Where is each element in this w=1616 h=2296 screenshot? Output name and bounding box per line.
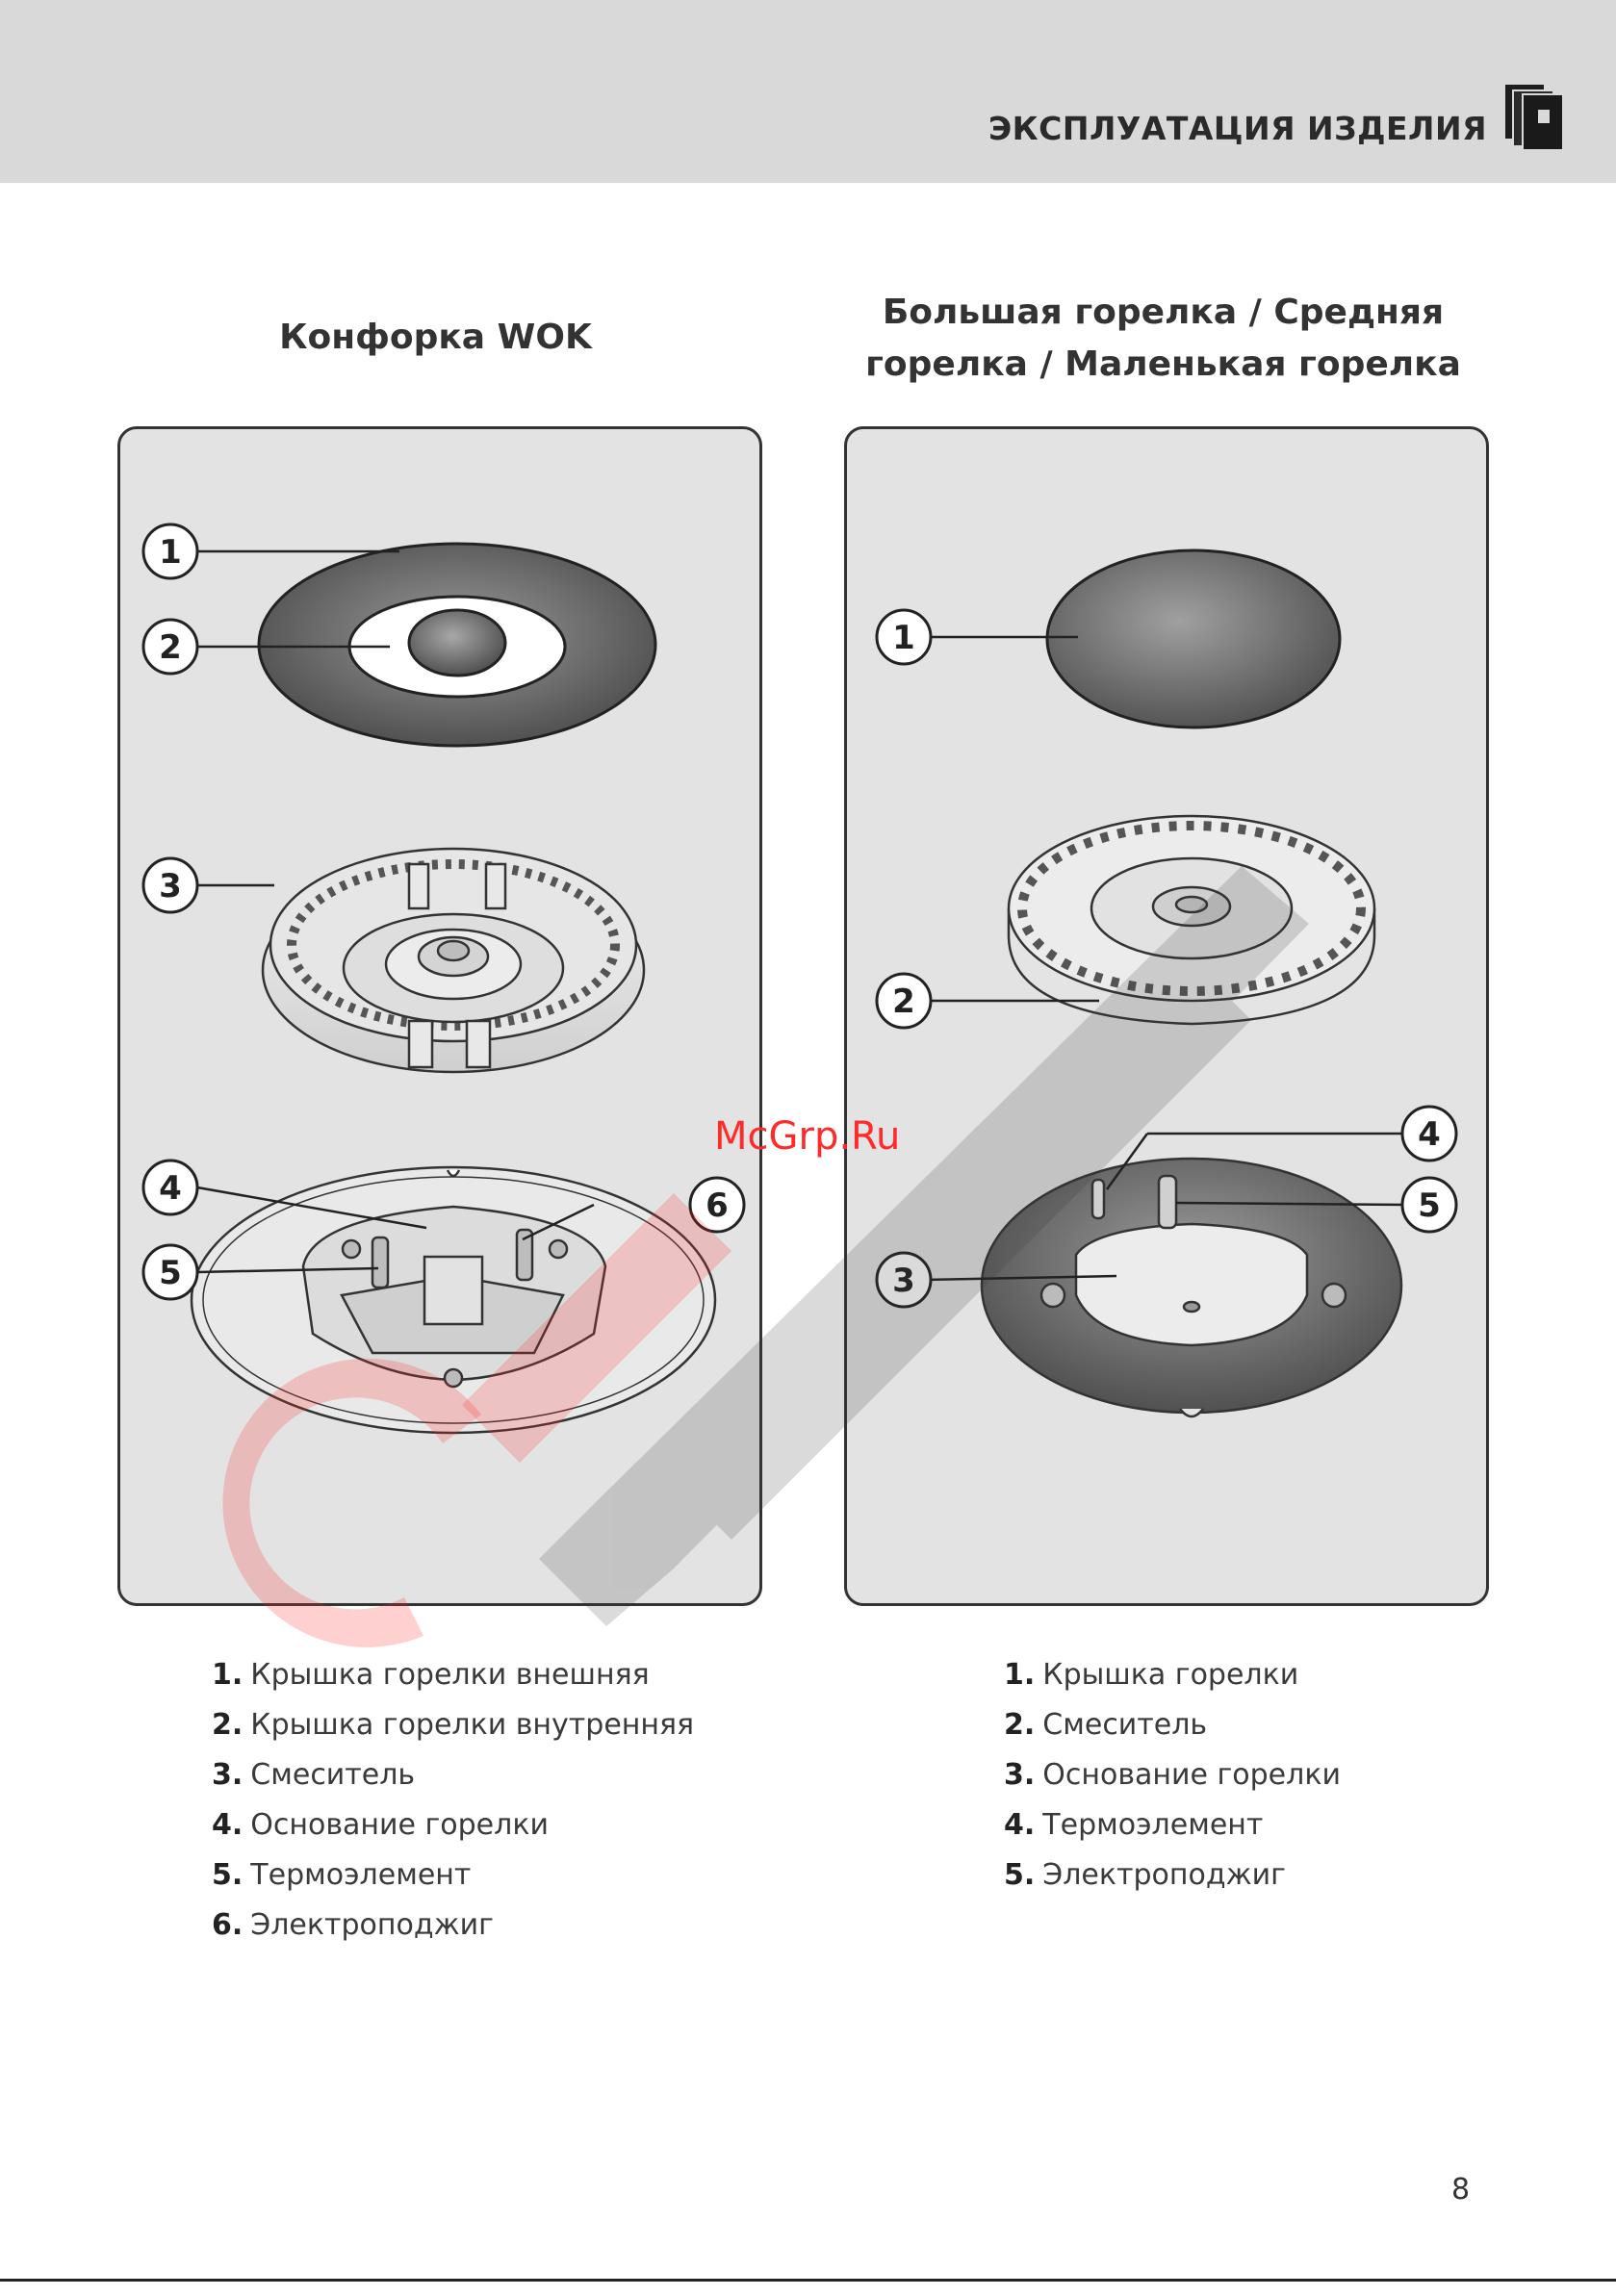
mixer-part bbox=[261, 847, 646, 1074]
section-title: ЭКСПЛУАТАЦИЯ ИЗДЕЛИЯ bbox=[988, 110, 1487, 147]
wok-burner-title: Конфорка WOK bbox=[279, 318, 592, 357]
callout-4: 4 bbox=[159, 1169, 182, 1208]
legend-item: 4.Термоэлемент bbox=[1004, 1808, 1264, 1842]
legend-item: 5.Термоэлемент bbox=[212, 1858, 472, 1892]
callout-5: 5 bbox=[1418, 1186, 1441, 1225]
callout-6: 6 bbox=[705, 1186, 729, 1225]
standard-parts-legend: 1.Крышка горелки 2.Смеситель 3.Основание… bbox=[1004, 1650, 1341, 1901]
callout-3: 3 bbox=[159, 867, 182, 906]
legend-item: 2.Смеситель bbox=[1004, 1708, 1208, 1742]
book-icon bbox=[1505, 85, 1564, 151]
callout-2: 2 bbox=[159, 628, 182, 667]
legend-item: 1.Крышка горелки внешняя bbox=[212, 1658, 650, 1692]
callout-1: 1 bbox=[892, 619, 915, 657]
legend-item: 6.Электроподжиг bbox=[212, 1908, 494, 1942]
legend-item: 4.Основание горелки bbox=[212, 1808, 549, 1842]
wok-parts-legend: 1.Крышка горелки внешняя 2.Крышка горелк… bbox=[212, 1650, 694, 1951]
burner-base bbox=[190, 1165, 717, 1435]
callout-1: 1 bbox=[159, 533, 182, 572]
standard-burner-diagram: 1 2 3 4 5 bbox=[844, 426, 1489, 1606]
callout-3: 3 bbox=[892, 1262, 915, 1300]
legend-item: 5.Электроподжиг bbox=[1004, 1858, 1286, 1892]
standard-burner-title: Большая горелка / Средняя горелка / Мале… bbox=[865, 293, 1461, 384]
callout-4: 4 bbox=[1418, 1115, 1441, 1154]
page-number: 8 bbox=[1451, 2173, 1471, 2207]
burner-cap bbox=[1045, 548, 1342, 729]
wok-burner-diagram: 1 2 3 4 5 6 bbox=[117, 426, 762, 1606]
mixer-part bbox=[1007, 814, 1376, 1026]
legend-item: 2.Крышка горелки внутренняя bbox=[212, 1708, 695, 1742]
callout-2: 2 bbox=[892, 982, 915, 1021]
page-header: ЭКСПЛУАТАЦИЯ ИЗДЕЛИЯ bbox=[0, 0, 1616, 183]
callout-5: 5 bbox=[159, 1254, 182, 1292]
inner-burner-cap bbox=[407, 608, 507, 677]
bottom-rule bbox=[0, 2279, 1616, 2282]
legend-item: 3.Смеситель bbox=[212, 1758, 416, 1792]
legend-item: 1.Крышка горелки bbox=[1004, 1658, 1299, 1692]
burner-base bbox=[980, 1157, 1403, 1418]
legend-item: 3.Основание горелки bbox=[1004, 1758, 1341, 1792]
